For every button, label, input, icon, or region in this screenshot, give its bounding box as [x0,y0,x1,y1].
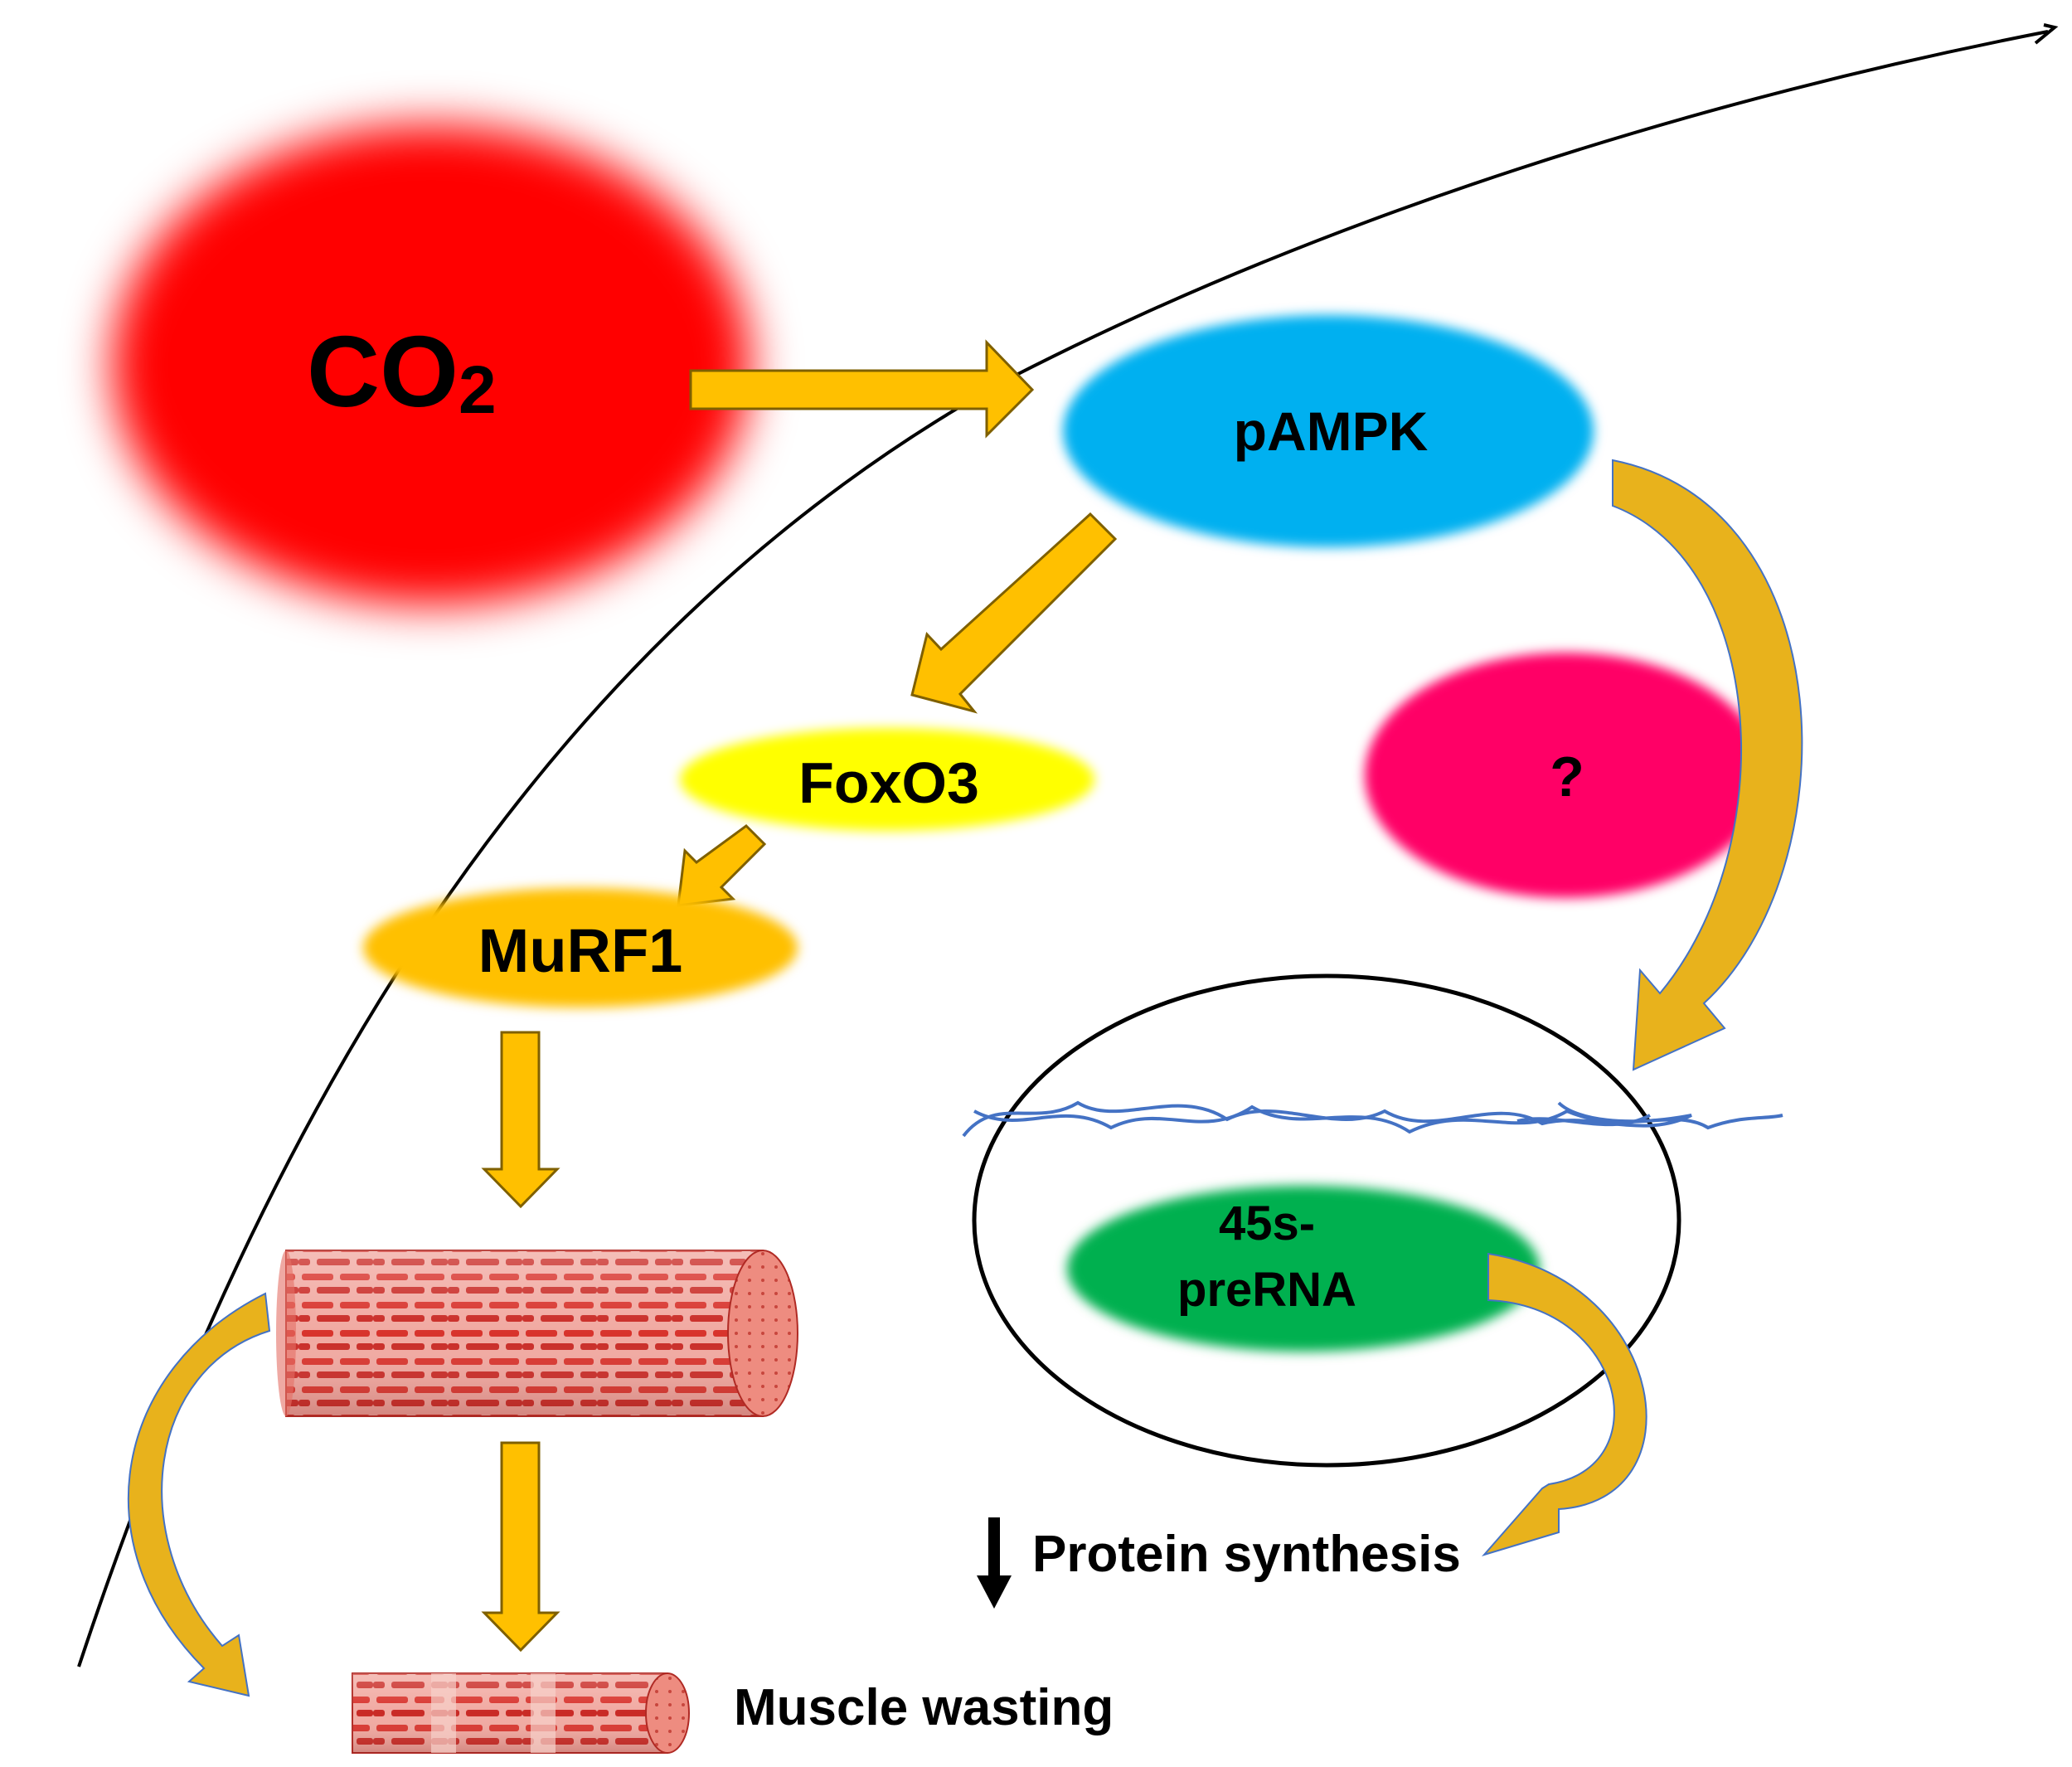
membrane-tip-icon [2034,23,2059,45]
unknown-factor-label: ? [1550,745,1584,808]
murf1-node [363,888,798,1007]
co2-blob [112,124,750,605]
muscle-wasting-label: Muscle wasting [734,1679,1114,1736]
murf1-label: MuRF1 [478,916,683,985]
curved-arrow-right [1612,459,1803,1071]
atrophied-muscle-fiber-icon [352,1672,690,1754]
rna-label-line2: preRNA [1177,1263,1356,1317]
foxo3-label: FoxO3 [798,750,979,815]
foxo3-node [680,728,1094,831]
curved-arrow-left [127,1292,271,1697]
curved-arrow-rna-to-protein [1481,1252,1647,1556]
arrow-co2-to-pampk [689,339,1035,439]
arrow-foxo3-to-murf1 [677,824,767,907]
pampk-label: pAMPK [1234,400,1429,462]
rna-node [1067,1186,1540,1352]
dna-strand-icon [962,1100,1783,1138]
arrow-murf1-to-muscle [481,1031,560,1209]
pampk-node [1063,315,1594,547]
down-arrow-icon [977,1517,1012,1609]
arrow-muscle-to-wasting [481,1441,560,1653]
arrow-pampk-to-foxo3 [910,512,1118,714]
cell-membrane-curve [77,30,2049,1667]
unknown-factor-node [1365,653,1766,898]
rna-label-line1: 45s- [1219,1197,1315,1250]
co2-label: CO2 [307,315,497,428]
protein-synthesis-label: Protein synthesis [1032,1526,1461,1583]
muscle-fiber-icon [276,1250,798,1417]
